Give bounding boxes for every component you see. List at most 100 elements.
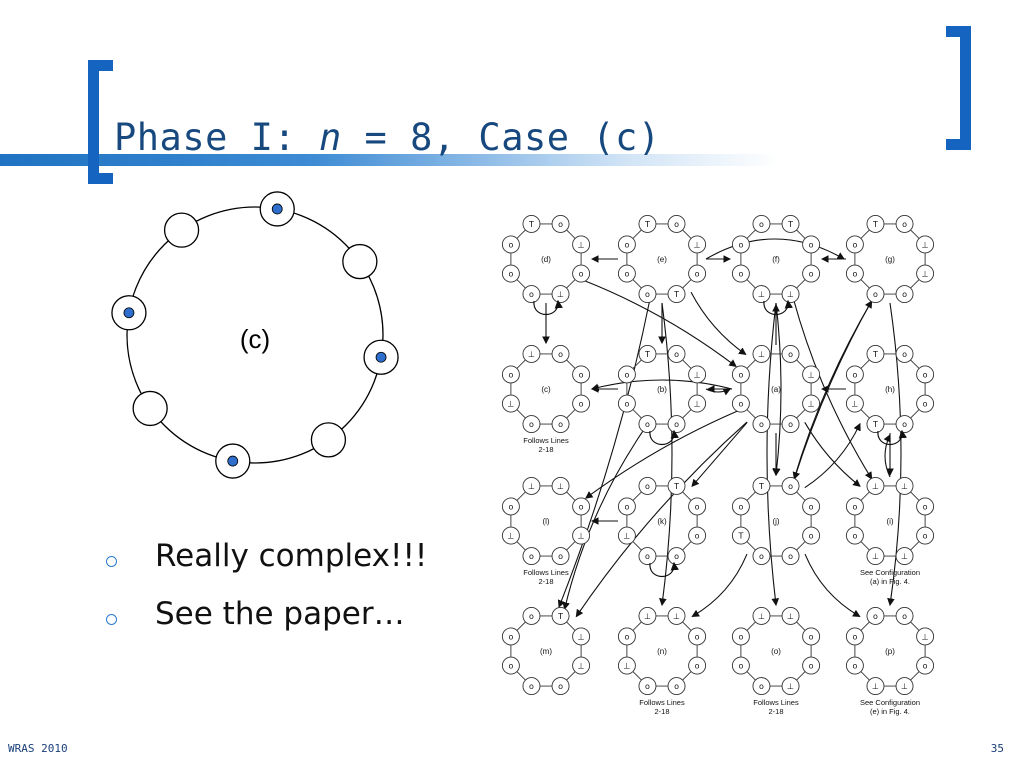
bullet-text: Really complex!!! — [155, 538, 428, 574]
ring-slot — [688, 497, 707, 516]
slot-symbol: ⊥ — [872, 682, 879, 691]
slot-symbol: o — [645, 682, 650, 691]
slot-symbol: o — [579, 400, 584, 409]
node-circle — [310, 422, 347, 458]
ring-slot — [501, 656, 520, 675]
slot-symbol: o — [852, 240, 857, 249]
ring-slot — [781, 344, 800, 363]
ring-slot — [731, 526, 750, 545]
circle-bullet-icon — [106, 614, 117, 625]
robot-dot — [375, 351, 387, 363]
occupied-node — [215, 443, 251, 479]
slot-symbol: o — [738, 502, 743, 511]
bullet-list: Really complex!!! See the paper… — [100, 538, 427, 654]
ring-slot — [572, 526, 591, 545]
bullet-text: See the paper… — [155, 596, 405, 632]
ring-slot — [551, 606, 570, 625]
ring-slot — [781, 214, 800, 233]
caption-line: Follows Lines — [523, 568, 569, 577]
transition-arrow — [887, 302, 902, 607]
ring-slot — [916, 526, 935, 545]
ring-slot — [638, 415, 657, 434]
slot-symbol: ⊥ — [694, 400, 701, 409]
node-circle — [342, 243, 378, 280]
slot-symbol: ⊥ — [507, 532, 514, 541]
slot-symbol: o — [902, 612, 907, 621]
slot-symbol: o — [674, 220, 679, 229]
caption-line: 2-18 — [538, 577, 553, 586]
configuration-label: (j) — [772, 517, 779, 526]
ring-slot — [731, 235, 750, 254]
ring-slot — [916, 394, 935, 413]
ring-slot — [551, 547, 570, 566]
slot-symbol: ⊥ — [922, 632, 929, 641]
ring-slot — [916, 627, 935, 646]
slot-symbol: o — [624, 400, 629, 409]
slot-symbol: ⊥ — [694, 240, 701, 249]
slot-symbol: T — [673, 290, 679, 299]
slot-symbol: ⊥ — [787, 682, 794, 691]
transition-arrow — [804, 553, 861, 617]
configuration-label: (m) — [540, 647, 552, 656]
slot-symbol: o — [759, 220, 764, 229]
slot-symbol: o — [624, 632, 629, 641]
slot-symbol: o — [529, 420, 534, 429]
configuration-label: (l) — [542, 517, 549, 526]
slot-symbol: o — [852, 270, 857, 279]
configuration-label: (d) — [541, 255, 551, 264]
slot-symbol: T — [644, 220, 650, 229]
configuration-label: (b) — [657, 385, 667, 394]
ring-slot — [802, 235, 821, 254]
ring-slot — [688, 627, 707, 646]
ring-slot — [752, 677, 771, 696]
transition-arrow — [584, 280, 737, 368]
ring-slot — [522, 677, 541, 696]
ring-slot — [501, 394, 520, 413]
configuration-label: (n) — [657, 647, 667, 656]
ring-slot — [895, 476, 914, 495]
slot-symbol: o — [923, 662, 928, 671]
configuration-caption: See Configuration(e) in Fig. 4. — [860, 698, 920, 716]
transition-arrow — [705, 238, 845, 260]
ring-slot — [752, 285, 771, 304]
caption-line: See Configuration — [860, 698, 920, 707]
page-number: 35 — [990, 742, 1004, 755]
slot-symbol: o — [738, 240, 743, 249]
ring-slot — [916, 656, 935, 675]
slot-symbol: o — [645, 420, 650, 429]
slot-symbol: ⊥ — [578, 240, 585, 249]
caption-line: 2-18 — [768, 707, 783, 716]
slot-symbol: ⊥ — [787, 290, 794, 299]
slot-symbol: o — [674, 682, 679, 691]
title-band — [0, 154, 780, 166]
slot-symbol: o — [759, 552, 764, 561]
slot-symbol: ⊥ — [623, 662, 630, 671]
slot-symbol: o — [738, 632, 743, 641]
robot-dot — [271, 203, 283, 215]
ring-slot — [617, 235, 636, 254]
slot-symbol: o — [558, 350, 563, 359]
ring-slot — [845, 526, 864, 545]
slot-symbol: T — [673, 482, 679, 491]
ring-slot — [572, 656, 591, 675]
slot-symbol: o — [873, 612, 878, 621]
ring-slot — [638, 476, 657, 495]
ring-slot — [781, 606, 800, 625]
slot-symbol: o — [788, 482, 793, 491]
ring-slot — [802, 526, 821, 545]
slot-symbol: o — [809, 270, 814, 279]
node-circle — [163, 212, 200, 248]
title-variable: n — [318, 116, 342, 159]
configuration-label: (e) — [657, 255, 667, 264]
configuration-label: (a) — [771, 385, 781, 394]
slot-symbol: o — [809, 632, 814, 641]
caption-line: Follows Lines — [639, 698, 685, 707]
ring-slot — [688, 394, 707, 413]
ring-slot — [845, 497, 864, 516]
ring-slot — [752, 606, 771, 625]
ring-slot — [617, 394, 636, 413]
ring-slot — [731, 365, 750, 384]
ring-slot — [638, 677, 657, 696]
